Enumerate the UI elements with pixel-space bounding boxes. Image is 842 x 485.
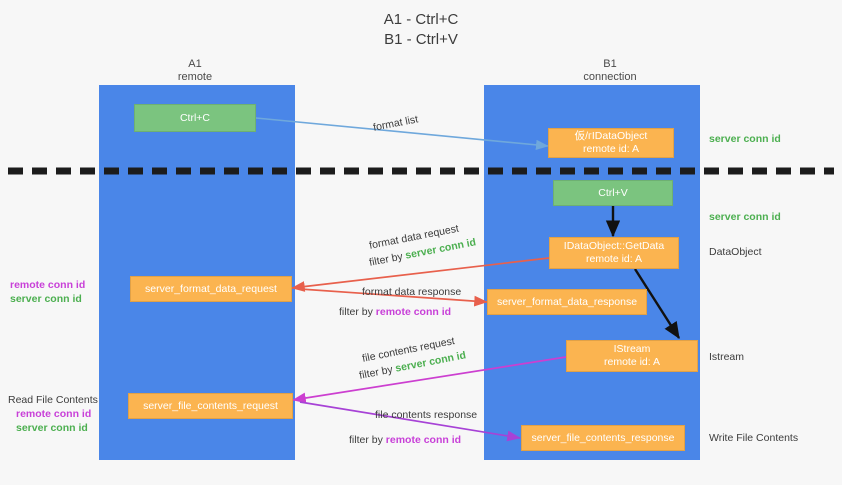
- node-ctrl-v-line1: Ctrl+V: [598, 186, 628, 199]
- filter-key-remote-conn-id: remote conn id: [385, 434, 462, 446]
- filter-prefix: filter by: [349, 434, 386, 446]
- left-note-bottom-server: server conn id: [16, 422, 88, 434]
- label-file-contents-response-filter: filter by remote conn id: [349, 433, 461, 447]
- arrow-file-contents-request: [292, 356, 567, 404]
- node-istream-line2: remote id: A: [603, 356, 661, 368]
- left-note-mid-remote: remote conn id: [10, 279, 86, 291]
- node-ctrl-v[interactable]: Ctrl+V: [553, 180, 673, 206]
- right-note-istream: Istream: [709, 351, 745, 363]
- node-idataobject-getdata[interactable]: IDataObject::GetData remote id: A: [549, 237, 679, 269]
- node-server-format-data-response[interactable]: server_format_data_response: [487, 289, 647, 315]
- label-file-contents-response: file contents response: [375, 409, 478, 421]
- node-getdata-line2: remote id: A: [585, 253, 643, 265]
- right-note-dataobject: DataObject: [709, 246, 762, 258]
- node-idataobject-line2: remote id: A: [582, 143, 640, 155]
- node-server-format-data-response-label: server_format_data_response: [496, 295, 638, 308]
- node-istream-line1: IStream: [613, 343, 651, 355]
- node-server-format-data-request-label: server_format_data_request: [145, 282, 277, 295]
- left-note-bottom-remote: remote conn id: [16, 408, 92, 420]
- title-line-2: B1 - Ctrl+V: [384, 31, 458, 48]
- filter-prefix: filter by: [339, 306, 376, 318]
- arrow-format-list: [255, 117, 549, 150]
- node-server-file-contents-response[interactable]: server_file_contents_response: [521, 425, 685, 451]
- left-note-bottom: Read File Contents remote conn id server…: [8, 393, 98, 435]
- node-server-format-data-request[interactable]: server_format_data_request: [130, 276, 292, 302]
- title-line-1: A1 - Ctrl+C: [383, 11, 459, 28]
- column-b1-role: connection: [583, 71, 637, 83]
- node-server-file-contents-request[interactable]: server_file_contents_request: [128, 393, 293, 419]
- left-note-read-file-contents: Read File Contents: [8, 394, 98, 406]
- node-ctrl-c[interactable]: Ctrl+C: [134, 104, 256, 132]
- left-note-mid-server: server conn id: [10, 293, 82, 305]
- left-note-mid: remote conn id server conn id: [10, 278, 85, 306]
- diagram-title: A1 - Ctrl+C B1 - Ctrl+V: [0, 10, 842, 50]
- column-header-b1: B1 connection: [555, 58, 665, 84]
- arrow-file-contents-response: [299, 401, 521, 442]
- arrow-format-data-request: [291, 257, 550, 292]
- arrow-getdata-to-istream: [633, 268, 681, 340]
- node-idataobject-line1: 仮/гIDataObject: [574, 130, 648, 142]
- node-server-file-contents-request-label: server_file_contents_request: [143, 399, 278, 412]
- right-note-server-conn-mid: server conn id: [709, 211, 781, 223]
- right-note-write-file-contents: Write File Contents: [709, 432, 799, 444]
- node-istream[interactable]: IStream remote id: A: [566, 340, 698, 372]
- right-note-server-conn-top: server conn id: [709, 133, 781, 145]
- node-ctrl-c-line1: Ctrl+C: [179, 111, 211, 124]
- column-header-a1: A1 remote: [140, 58, 250, 84]
- node-server-file-contents-response-label: server_file_contents_response: [531, 431, 675, 444]
- label-format-data-response-filter: filter by remote conn id: [339, 305, 451, 319]
- column-a1-name: A1: [188, 58, 202, 70]
- column-a1-role: remote: [177, 71, 213, 83]
- node-idataobject[interactable]: 仮/гIDataObject remote id: A: [548, 128, 674, 158]
- arrow-format-data-response: [299, 288, 488, 307]
- node-getdata-line1: IDataObject::GetData: [563, 240, 665, 252]
- column-b1-name: B1: [603, 58, 617, 70]
- filter-key-remote-conn-id: remote conn id: [375, 306, 452, 318]
- label-format-data-response: format data response: [362, 286, 462, 298]
